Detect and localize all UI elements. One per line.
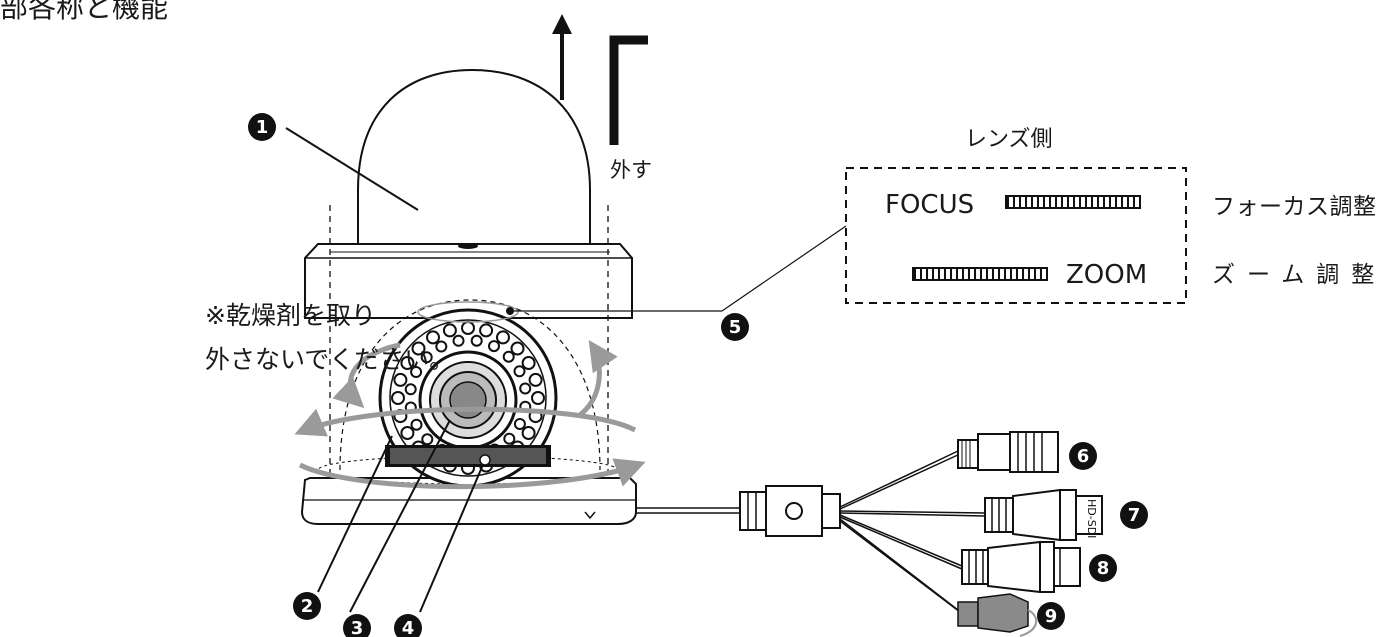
ir-led xyxy=(404,383,417,396)
focus-ruler xyxy=(1005,195,1141,209)
callout-badge-1: 1 xyxy=(248,113,276,141)
ir-led xyxy=(391,391,405,405)
connector-8 xyxy=(961,540,1081,594)
ir-led xyxy=(470,334,483,347)
focus-adjust-label: フォーカス調整 xyxy=(1212,194,1377,220)
connector-7 xyxy=(984,488,1103,542)
zoom-label: ZOOM xyxy=(1066,260,1148,290)
remove-label: 外す xyxy=(610,158,652,182)
connector-6 xyxy=(957,431,1059,473)
ir-lens-module xyxy=(339,299,601,488)
svg-text:5: 5 xyxy=(729,317,742,338)
svg-text:3: 3 xyxy=(351,618,364,637)
ir-led xyxy=(513,365,526,378)
ir-led xyxy=(503,432,516,445)
svg-text:1: 1 xyxy=(256,117,269,138)
ir-led xyxy=(426,330,440,345)
ir-led xyxy=(400,356,415,370)
callout-badge-9: 9 xyxy=(1037,602,1065,630)
ir-led xyxy=(510,341,525,356)
zoom-adjust-label: ズーム調整 xyxy=(1212,262,1387,288)
remove-bracket xyxy=(609,35,648,145)
ir-led xyxy=(521,426,536,440)
ir-led xyxy=(435,340,448,353)
ir-led xyxy=(420,351,433,364)
lens-side-callout-box xyxy=(845,167,1187,304)
svg-text:4: 4 xyxy=(402,618,415,637)
callout-badge-2: 2 xyxy=(293,592,321,620)
branch-wires xyxy=(839,450,986,613)
ir-led xyxy=(421,433,434,446)
ir-led xyxy=(528,372,543,387)
ir-led xyxy=(488,340,500,353)
ir-led xyxy=(496,330,510,345)
ir-led xyxy=(531,391,545,405)
callout-badge-6: 6 xyxy=(1069,442,1097,470)
ir-led xyxy=(410,366,423,378)
ir-led xyxy=(502,350,515,363)
lens-side-label: レンズ側 xyxy=(965,127,1053,152)
ir-led xyxy=(400,426,415,440)
up-arrow-icon xyxy=(552,14,572,100)
callout-badge-8: 8 xyxy=(1089,554,1117,582)
leader-lines xyxy=(285,127,486,613)
svg-text:9: 9 xyxy=(1045,606,1058,627)
ir-led xyxy=(479,323,494,338)
ir-led xyxy=(452,334,465,347)
page-title: 部各称と機能 xyxy=(0,0,169,24)
ir-led xyxy=(521,356,536,370)
svg-text:8: 8 xyxy=(1097,558,1110,579)
callout-badge-7: 7 xyxy=(1120,501,1148,529)
cable xyxy=(636,507,740,514)
ir-led xyxy=(513,418,526,430)
ir-led xyxy=(519,382,532,395)
ir-led xyxy=(461,321,475,335)
zoom-ruler xyxy=(912,267,1048,281)
svg-text:6: 6 xyxy=(1077,446,1090,467)
focus-label: FOCUS xyxy=(885,190,975,220)
dome-cover xyxy=(304,68,633,331)
cable-splitter xyxy=(739,485,841,537)
callout-badge-3: 3 xyxy=(343,614,371,637)
desiccant-note-line2: 外さないでください。 xyxy=(205,345,455,374)
ir-led xyxy=(393,372,408,387)
svg-text:7: 7 xyxy=(1128,505,1141,526)
connector-9 xyxy=(957,593,1038,637)
ir-led xyxy=(411,341,426,356)
desiccant-note-line1: ※乾燥剤を取り xyxy=(205,301,376,330)
ir-led xyxy=(442,323,457,338)
ir-led xyxy=(410,418,423,431)
hd-sdi-label: HD-SDI xyxy=(1085,499,1098,538)
callout-badge-5: 5 xyxy=(721,313,749,341)
svg-text:2: 2 xyxy=(301,596,314,617)
callout-badge-4: 4 xyxy=(394,614,422,637)
rotate-arrow-icon xyxy=(294,340,646,490)
leader-line-5 xyxy=(512,225,847,312)
